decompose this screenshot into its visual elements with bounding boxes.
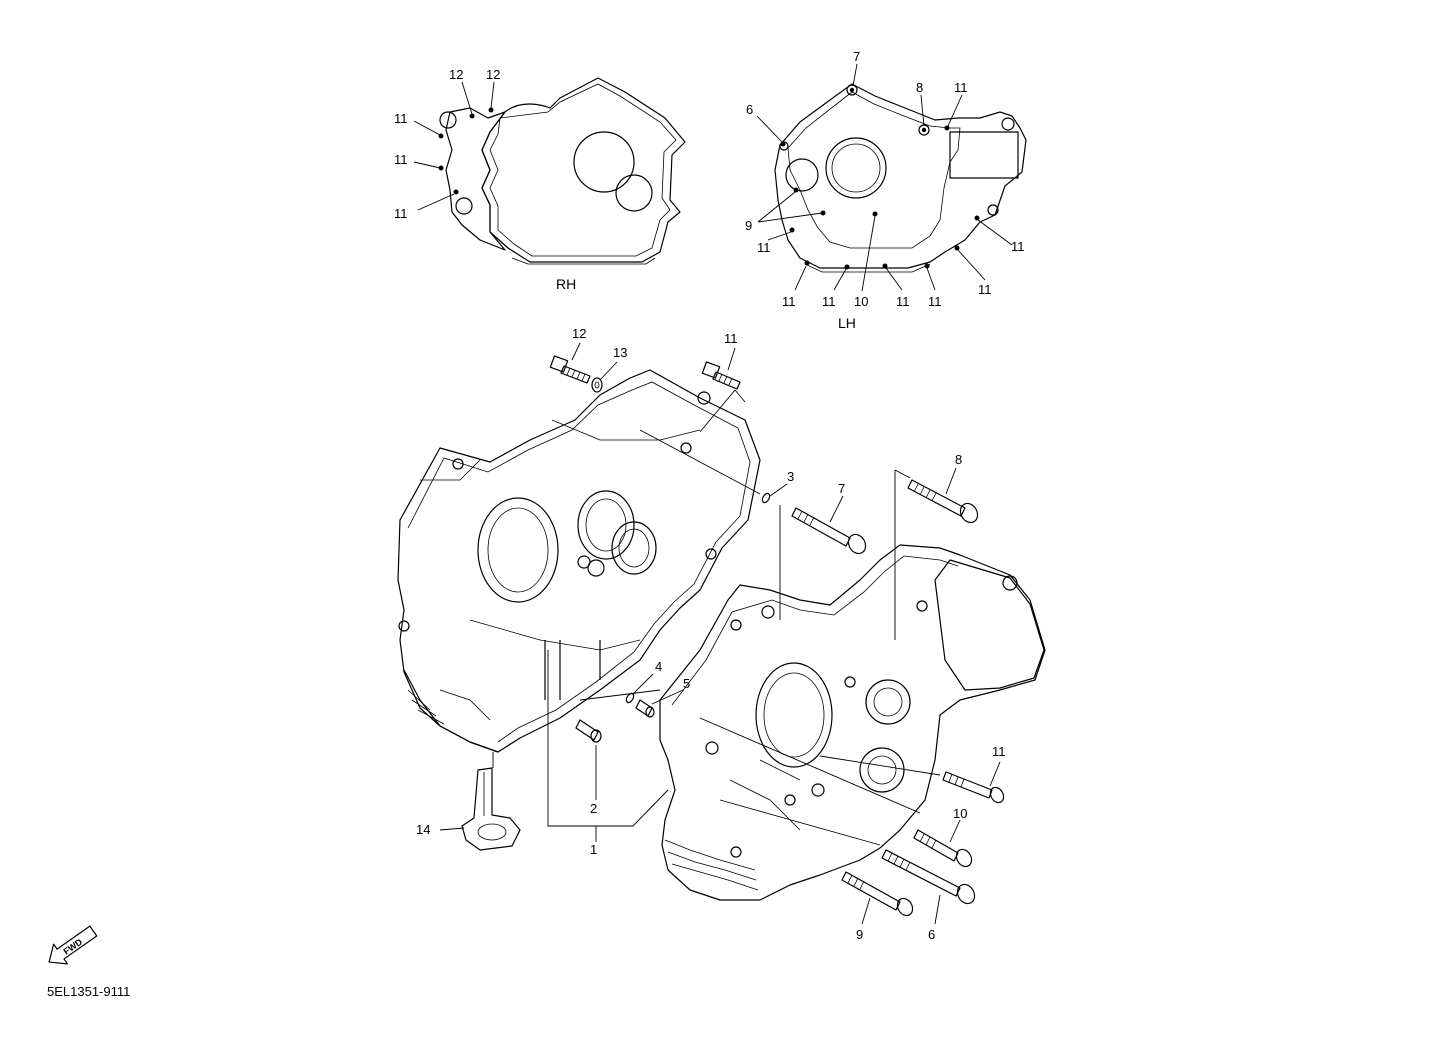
callout-11-lower: 11	[992, 744, 1006, 759]
callout-3: 3	[787, 469, 794, 484]
callout-12: 12	[572, 326, 586, 341]
callout-lh-6: 6	[746, 102, 753, 117]
strainer-14	[461, 767, 521, 851]
oring-3	[761, 492, 771, 504]
callout-lh-11r1: 11	[1011, 239, 1025, 254]
fwd-arrow-icon: FWD	[48, 925, 98, 965]
callout-4: 4	[655, 659, 662, 674]
callout-lh-11r2: 11	[978, 282, 992, 297]
callout-rh-11b: 11	[394, 152, 408, 167]
main-leader-lines	[439, 342, 1001, 925]
rh-view-caption: RH	[556, 276, 576, 292]
callout-rh-12b: 12	[486, 67, 500, 82]
callout-8: 8	[955, 452, 962, 467]
callout-rh-11c: 11	[394, 206, 408, 221]
bolt-11-upper	[701, 361, 741, 390]
callout-lh-11b4: 11	[928, 294, 942, 309]
bolt-7	[791, 507, 867, 555]
callout-lh-8: 8	[916, 80, 923, 95]
callout-lh-9: 9	[745, 218, 752, 233]
bolt-11-lower	[942, 771, 1005, 804]
callout-lh-11b3: 11	[896, 294, 910, 309]
bolt-8	[907, 479, 979, 524]
callout-9: 9	[856, 927, 863, 942]
rh-leader-lines	[413, 81, 495, 211]
callout-6: 6	[928, 927, 935, 942]
lh-view-caption: LH	[838, 315, 856, 331]
lh-crankcase-cover-outline	[774, 83, 1027, 273]
left-crankcase-half	[659, 544, 1046, 901]
washer-13	[591, 377, 603, 393]
callout-13: 13	[613, 345, 627, 360]
dowel-2	[575, 719, 602, 743]
dowel-5	[635, 699, 655, 718]
lh-cover-bolt-dots	[780, 87, 980, 270]
callout-rh-11a: 11	[394, 111, 408, 126]
callout-lh-11l: 11	[757, 240, 771, 255]
callout-rh-12a: 12	[449, 67, 463, 82]
callout-11-upper: 11	[724, 331, 738, 346]
callout-1: 1	[590, 842, 597, 857]
callout-14: 14	[416, 822, 430, 837]
callout-labels: 12 12 11 11 11 RH 7 8 11 6 9 11 11 11 10…	[394, 49, 1025, 942]
callout-10: 10	[953, 806, 967, 821]
document-code: 5EL1351-9111	[47, 984, 131, 999]
callout-7: 7	[838, 481, 845, 496]
rh-crankcase-cover-outline	[439, 77, 686, 265]
callout-2: 2	[590, 801, 597, 816]
bolt-9	[841, 871, 914, 917]
callout-lh-11b1: 11	[782, 294, 796, 309]
bolt-12	[549, 355, 591, 384]
fwd-arrow-label: FWD	[62, 936, 85, 956]
right-crankcase-half	[397, 369, 761, 753]
callout-lh-11top: 11	[954, 80, 968, 95]
bolt-10	[913, 829, 973, 868]
bolt-6	[881, 849, 976, 905]
callout-5: 5	[683, 676, 690, 691]
callout-lh-11b2: 11	[822, 294, 836, 309]
lh-leader-lines	[756, 63, 1013, 292]
callout-lh-7: 7	[853, 49, 860, 64]
callout-lh-10: 10	[854, 294, 868, 309]
